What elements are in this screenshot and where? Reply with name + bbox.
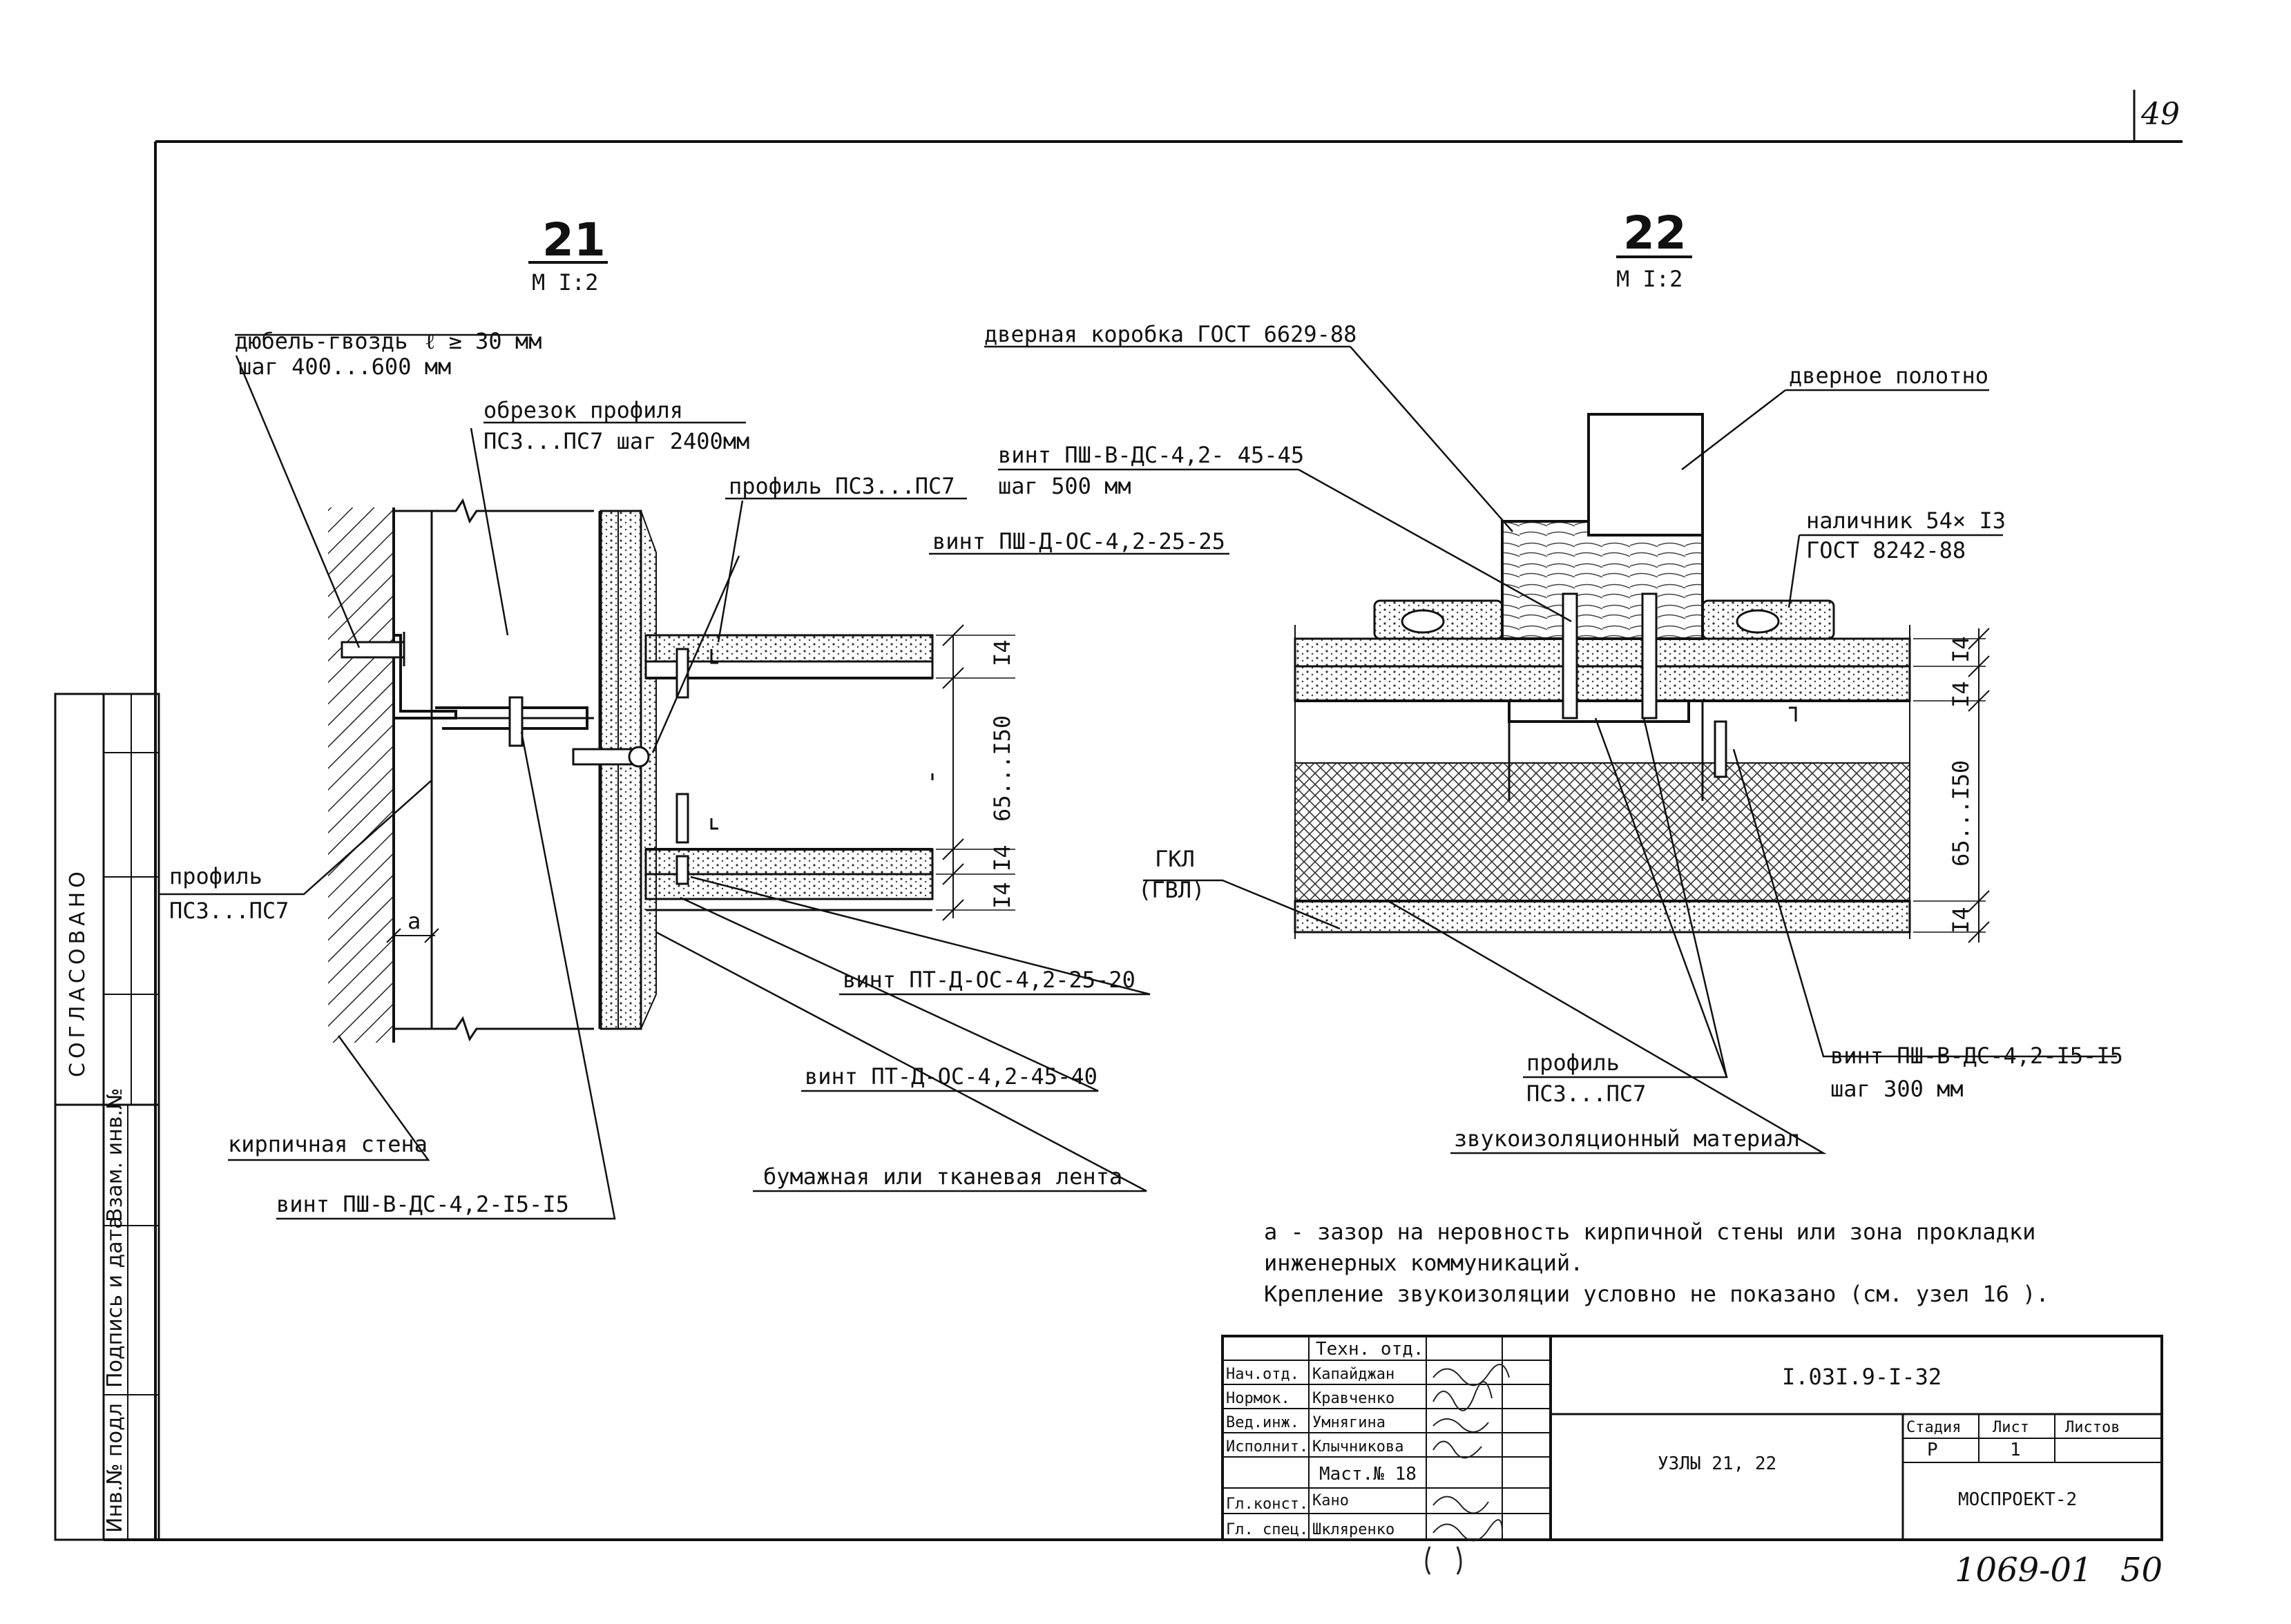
gkl-label-2: (ГВЛ): [1138, 877, 1205, 903]
title-block: [1221, 1335, 2163, 1541]
door-leaf: [1587, 413, 1704, 536]
tb-row-0-name: Техн. отд.: [1316, 1339, 1424, 1360]
dim22-1: I4: [1948, 636, 1974, 663]
screw45-label-1: винт ПШ-В-ДС-4,2- 45-45: [998, 442, 1304, 468]
door-frame: [1501, 520, 1704, 640]
detail-21-title: 21: [542, 213, 606, 267]
stage-header: Стадия: [1906, 1419, 1961, 1436]
profile-top-label: профиль ПСЗ...ПС7: [729, 473, 955, 499]
profile22-label-1: профиль: [1526, 1050, 1620, 1076]
tb-row-7-role: Гл. спец.: [1226, 1521, 1308, 1538]
signatures: [1432, 1364, 1510, 1542]
page-number: 49: [2140, 97, 2180, 132]
tb-row-5-name: Маст.№ 18: [1319, 1464, 1417, 1485]
dim22-3: 65...I50: [1948, 760, 1974, 867]
gap-a-label: а: [408, 908, 421, 934]
detail-22: 22 М I:2: [1294, 206, 1990, 943]
dowel-label-2: ℓ ≥ 30 мм: [425, 328, 541, 354]
sheet-value: 1: [2010, 1440, 2021, 1460]
sheets-header: Листов: [2065, 1419, 2120, 1436]
dim21-1: I4: [989, 639, 1015, 666]
profile-left-label-1: профиль: [169, 863, 262, 889]
screw-pt20-label: винт ПТ-Д-ОС-4,2-25-20: [843, 967, 1135, 993]
brick-wall: [328, 508, 394, 1043]
stamp-sign-date: Подпись и дата: [103, 1217, 127, 1389]
brick-wall-label: кирпичная стена: [228, 1131, 428, 1157]
dim22-4: I4: [1948, 907, 1974, 934]
cut-profile-label-1: обрезок профиля: [483, 397, 683, 423]
stamp-agreed: СОГЛАСОВАНО: [66, 867, 90, 1077]
screw45-label-2: шаг 500 мм: [998, 473, 1131, 499]
dim21-4: I4: [989, 882, 1015, 909]
stamp-inv-no: Инв.№ подл: [103, 1403, 127, 1533]
screw-bd-label: винт ПШ-В-ДС-4,2-I5-I5: [276, 1191, 569, 1217]
door-frame-label: дверная коробка ГОСТ 6629-88: [984, 321, 1357, 347]
sheet-header: Лист: [1993, 1419, 2029, 1436]
screw15-label-1: винт ПШ-В-ДС-4,2-I5-I5: [1830, 1043, 2123, 1069]
detail-22-leaders: [984, 345, 2117, 1154]
tb-row-3-name: Умнягина: [1312, 1414, 1386, 1431]
detail-21-scale: М I:2: [532, 269, 598, 296]
note-line-3: Крепление звукоизоляции условно не показ…: [1264, 1281, 2049, 1307]
tb-row-3-role: Вед.инж.: [1226, 1414, 1299, 1431]
note-line-1: а - зазор на неровность кирпичной стены …: [1264, 1219, 2035, 1245]
stage-value: Р: [1927, 1440, 1938, 1460]
detail-22-title: 22: [1623, 206, 1687, 260]
tb-row-1-name: Капайджан: [1312, 1366, 1394, 1383]
doc-title: УЗЛЫ 21, 22: [1658, 1453, 1776, 1474]
cut-profile-label-2: ПСЗ...ПС7 шаг 2400мм: [483, 428, 749, 454]
dim22-2: I4: [1948, 681, 1974, 708]
side-stamp: [54, 693, 160, 1541]
screw-od-label: винт ПШ-Д-ОС-4,2-25-25: [932, 528, 1225, 554]
dowel-label-1: дюбель-гвоздь: [235, 328, 408, 354]
org-name: МОСПРОЕКТ-2: [1958, 1489, 2077, 1510]
doc-code: I.03I.9-I-32: [1782, 1364, 1942, 1390]
screw15-label-2: шаг 300 мм: [1830, 1076, 1964, 1102]
dim21-3: I4: [989, 844, 1015, 871]
tb-row-2-role: Нормок.: [1226, 1390, 1290, 1407]
profile-left-label-2: ПСЗ...ПС7: [169, 898, 289, 924]
tb-row-1-role: Нач.отд.: [1226, 1366, 1299, 1383]
dim21-2: 65...I50: [989, 715, 1015, 822]
gkl-label-1: ГКЛ: [1155, 846, 1195, 872]
sound-insulation: [1294, 762, 1910, 902]
note-line-2: инженерных коммуникаций.: [1264, 1250, 1583, 1276]
tb-row-2-name: Кравченко: [1312, 1390, 1394, 1407]
profile22-label-2: ПСЗ...ПС7: [1526, 1081, 1646, 1107]
insulation-label: звукоизоляционный материал: [1454, 1125, 1800, 1152]
screw-pt40-label: винт ПТ-Д-ОС-4,2-45-40: [805, 1063, 1097, 1090]
gkl-panel-21: [600, 510, 642, 1030]
tb-row-4-name: Клычникова: [1312, 1438, 1403, 1456]
door-leaf-label: дверное полотно: [1789, 362, 1988, 389]
stamp-replace-inv: Взам. инв.№: [103, 1088, 127, 1222]
tb-row-6-name: Кано: [1312, 1492, 1349, 1509]
detail-21: 21 М I:2: [328, 213, 1015, 1043]
tb-row-4-role: Исполнит.: [1226, 1438, 1308, 1456]
detail-22-scale: М I:2: [1616, 266, 1683, 292]
tb-row-7-name: Шкляренко: [1312, 1521, 1394, 1538]
dowel-label-3: шаг 400...600 мм: [238, 354, 451, 380]
bottom-page: 50: [2120, 1551, 2163, 1589]
trim-label-1: наличник 54× I3: [1806, 508, 2006, 534]
bottom-number: 1069-01: [1955, 1551, 2092, 1589]
tape-label: бумажная или тканевая лента: [763, 1163, 1122, 1190]
trim-label-2: ГОСТ 8242-88: [1806, 537, 1966, 563]
detail-21-leaders: [159, 334, 1229, 1220]
tb-row-6-role: Гл.конст.: [1226, 1496, 1308, 1513]
